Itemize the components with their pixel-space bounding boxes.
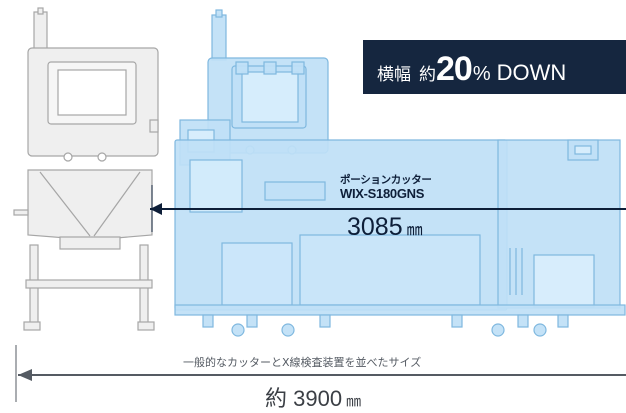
conventional-width-dimension — [15, 345, 626, 402]
conventional-note: 一般的なカッターとX線検査装置を並べたサイズ — [183, 356, 422, 369]
new-width-value: 3085 — [347, 213, 403, 241]
model-number: WIX-S180GNS — [340, 186, 425, 201]
conventional-width-unit: ㎜ — [346, 392, 362, 410]
conventional-width-value: 約 3900 — [265, 386, 343, 411]
portion-cutter-drawing — [174, 9, 626, 337]
banner-suffix: DOWN — [496, 60, 567, 85]
new-width-unit: ㎜ — [406, 220, 423, 239]
width-reduction-banner: 横幅 約 20 % DOWN — [363, 40, 626, 94]
new-width-dimension — [150, 185, 626, 232]
banner-value: 20 — [436, 50, 473, 88]
banner-prefix2: 約 — [419, 65, 436, 85]
banner-unit: % — [472, 63, 491, 85]
product-name: ポーションカッター — [340, 174, 432, 186]
banner-prefix: 横幅 — [377, 65, 411, 85]
conventional-machine-drawing — [13, 7, 159, 331]
